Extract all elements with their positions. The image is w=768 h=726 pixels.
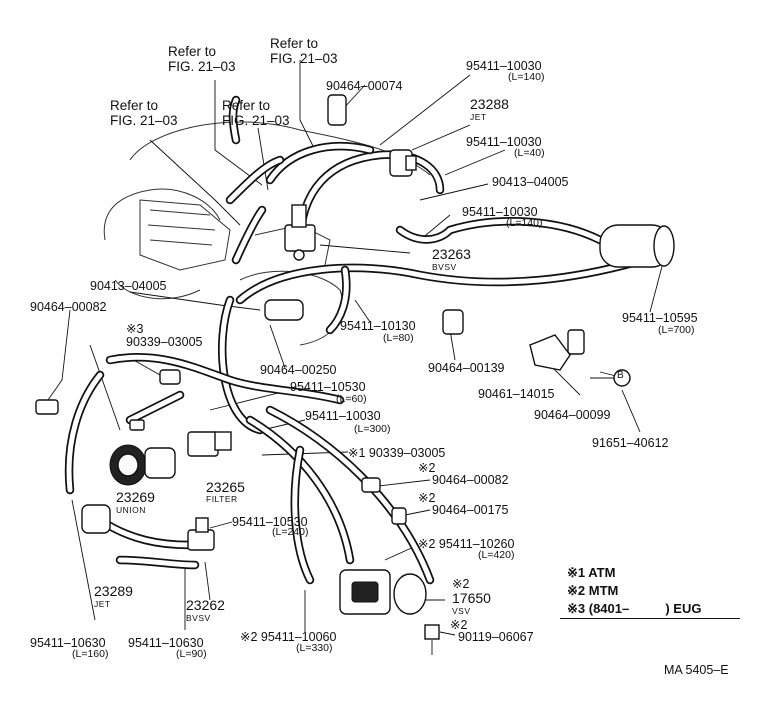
vacuum-hoses (64, 95, 665, 585)
label-95411-10630-a: 95411–10630 (30, 636, 106, 650)
label-95411-10530-a-len: (L=60) (336, 393, 367, 405)
label-90413-04005-b: 90413–04005 (90, 279, 167, 293)
label-90119-06067: 90119–06067 (458, 630, 534, 644)
label-95411-10595-len: (L=700) (658, 324, 695, 336)
diagram-code: MA 5405–E (664, 663, 729, 677)
ref-fig-label-4: Refer to FIG. 21–03 (222, 98, 290, 128)
label-90464-00074: 90464–00074 (326, 79, 403, 93)
label-95411-10030-d-len: (L=300) (354, 423, 391, 435)
label-95411-10030-b-len: (L=40) (514, 147, 545, 159)
label-circle-b: B (617, 370, 624, 381)
label-95411-10595: 95411–10595 (622, 311, 698, 325)
label-90464-00175: 90464–00175 (432, 503, 509, 517)
ref-fig-label-1: Refer to FIG. 21–03 (168, 44, 236, 74)
label-90461-14015: 90461–14015 (478, 387, 555, 401)
label-star2-d: ※2 (450, 618, 468, 632)
label-23262: 23262 (186, 597, 225, 613)
label-90464-00099: 90464–00099 (534, 408, 611, 422)
label-23263: 23263 (432, 246, 471, 262)
label-95411-10130-len: (L=80) (383, 332, 414, 344)
components (35, 94, 675, 655)
label-star3: ※3 (126, 322, 144, 336)
label-90413-04005-a: 90413–04005 (492, 175, 569, 189)
label-17650: 17650 (452, 590, 491, 606)
label-95411-10530-b: 95411–10530 (232, 515, 308, 529)
label-23288-sub: JET (470, 112, 487, 122)
label-95411-10130: 95411–10130 (340, 319, 416, 333)
legend-eug: ※3 (8401– ) EUG (567, 601, 702, 616)
label-23288: 23288 (470, 96, 509, 112)
label-90464-00139: 90464–00139 (428, 361, 505, 375)
label-star2-c: ※2 (452, 577, 470, 591)
label-90339-03005-b: ※1 90339–03005 (348, 446, 446, 460)
label-95411-10060-len: (L=330) (296, 642, 333, 654)
label-star2-a: ※2 (418, 461, 436, 475)
label-23269: 23269 (116, 489, 155, 505)
label-95411-10030-a: 95411–10030 (466, 59, 542, 73)
label-95411-10030-b: 95411–10030 (466, 135, 542, 149)
label-23262-sub: BVSV (186, 613, 211, 623)
label-90339-03005-a: 90339–03005 (126, 335, 203, 349)
label-91651-40612: 91651–40612 (592, 436, 669, 450)
ref-fig-label-3: Refer to FIG. 21–03 (110, 98, 178, 128)
label-90464-00082-a: 90464–00082 (30, 300, 107, 314)
label-95411-10060: ※2 95411–10060 (240, 630, 337, 644)
label-23269-sub: UNION (116, 505, 146, 515)
label-star2-b: ※2 (418, 491, 436, 505)
label-23289: 23289 (94, 583, 133, 599)
label-95411-10630-b-len: (L=90) (176, 648, 207, 660)
label-23263-sub: BVSV (432, 262, 457, 272)
ref-fig-label-2: Refer to FIG. 21–03 (270, 36, 338, 66)
label-95411-10530-a: 95411–10530 (290, 380, 366, 394)
label-90464-00082-b: 90464–00082 (432, 473, 509, 487)
label-95411-10260-len: (L=420) (478, 549, 515, 561)
legend-underline (560, 618, 740, 619)
label-95411-10630-a-len: (L=160) (72, 648, 109, 660)
label-90464-00250: 90464–00250 (260, 363, 337, 377)
label-95411-10260: ※2 95411–10260 (418, 537, 515, 551)
label-95411-10630-b: 95411–10630 (128, 636, 204, 650)
label-95411-10030-a-len: (L=140) (508, 71, 545, 83)
label-95411-10030-c: 95411–10030 (462, 205, 538, 219)
label-95411-10030-c-len: (L=140) (506, 217, 543, 229)
legend-mtm: ※2 MTM (567, 583, 619, 598)
label-23265: 23265 (206, 479, 245, 495)
legend-atm: ※1 ATM (567, 565, 616, 580)
label-23265-sub: FILTER (206, 494, 238, 504)
label-23289-sub: JET (94, 599, 111, 609)
label-95411-10030-d: 95411–10030 (305, 409, 381, 423)
label-17650-sub: VSV (452, 606, 471, 616)
label-95411-10530-b-len: (L=240) (272, 526, 309, 538)
